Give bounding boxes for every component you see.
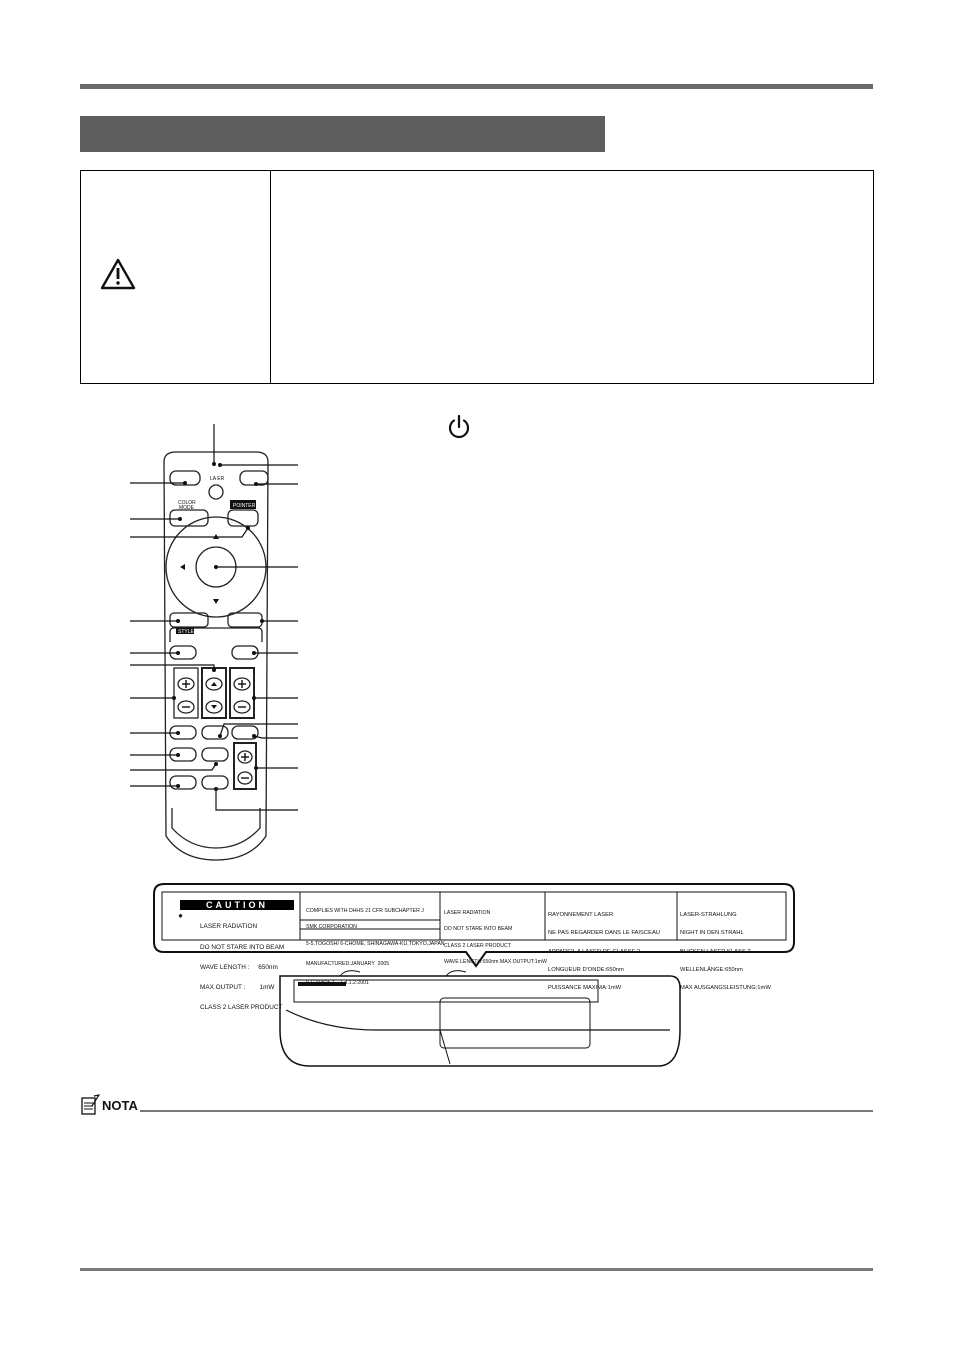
warning-table [80,170,874,384]
nota-rule [140,1110,873,1112]
fr-lines: RAYONNEMENT LASER NE PAS REGARDER DANS L… [548,912,660,992]
remote-laser-text: LA ER [210,476,225,482]
de-lines: LASER-STRAHLUNG NIGHT IN DEN STRAHL BLIC… [680,912,771,992]
starburst-icon: ✸ [178,914,184,920]
remote-color-mode-text: COLOR [178,500,196,506]
remote-color-mode-text-2: MODE [179,505,195,511]
note-pad-icon [81,1094,100,1115]
caution-lines: LASER RADIATION DO NOT STARE INTO BEAM W… [200,923,285,1012]
section-header-bar [80,116,605,152]
compliance-lines: COMPLIES WITH DHHS 21 CFR SUBCHAPTER J S… [306,907,445,987]
laser-label-diagram [153,883,795,1067]
svg-text:STYLE: STYLE [178,629,195,635]
power-icon [448,414,470,439]
remote-control-diagram: LA ER COLOR MODE POINTER STYLE [130,424,298,861]
caution-title: CAUTION [180,900,294,910]
warning-table-divider [270,170,271,384]
warning-triangle-icon [100,258,136,290]
nota-badge: NOTA [80,1094,140,1116]
en-lines: LASER RADIATION DO NOT STARE INTO BEAM C… [444,909,547,965]
laser-label-text: CAUTION ✸ LASER RADIATION DO NOT STARE I… [158,884,794,1011]
bottom-rule [80,1268,873,1271]
top-rule [80,84,873,89]
nota-label: NOTA [102,1098,138,1113]
svg-text:POINTER: POINTER [233,503,256,509]
